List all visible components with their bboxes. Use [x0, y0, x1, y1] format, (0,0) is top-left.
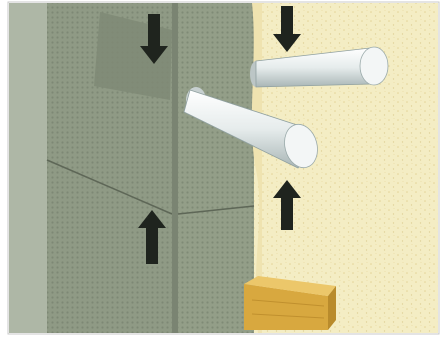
base-wall — [9, 3, 47, 333]
board-gap — [172, 3, 178, 333]
